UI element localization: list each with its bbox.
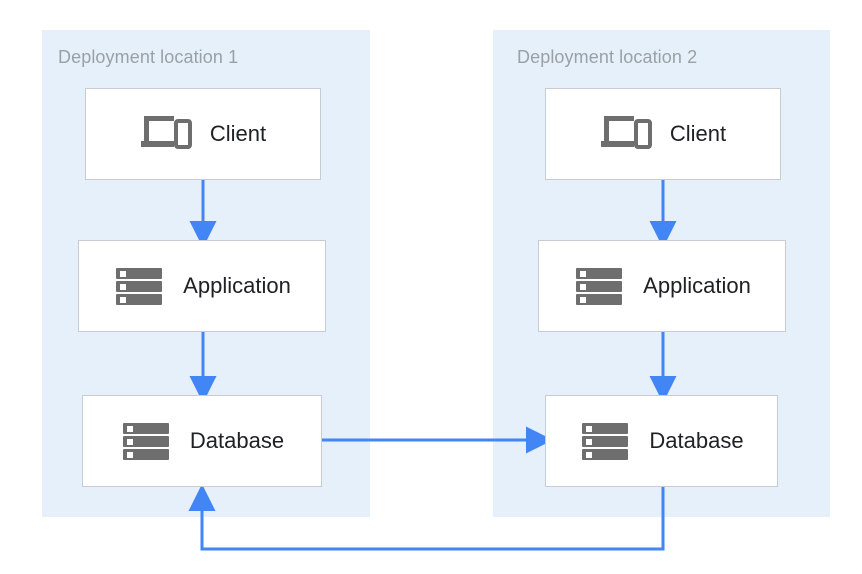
deployment-zone-2-label: Deployment location 2 xyxy=(517,47,698,67)
node-application-2[interactable]: Application xyxy=(538,240,786,332)
node-client-2[interactable]: Client xyxy=(545,88,781,180)
devices-icon xyxy=(600,116,652,149)
node-database-2[interactable]: Database xyxy=(545,395,778,487)
devices-icon xyxy=(140,116,192,149)
server-icon xyxy=(122,423,169,460)
node-client-2-label: Client xyxy=(669,121,727,146)
server-icon xyxy=(116,268,163,305)
node-application-1-label: Application xyxy=(183,273,291,298)
node-application-2-label: Application xyxy=(643,273,751,298)
server-icon xyxy=(582,423,629,460)
deployment-zone-1-label: Deployment location 1 xyxy=(58,47,239,67)
node-database-1-label: Database xyxy=(189,428,285,453)
node-database-2-label: Database xyxy=(649,428,744,453)
node-application-1[interactable]: Application xyxy=(78,240,326,332)
node-database-1[interactable]: Database xyxy=(82,395,322,487)
node-client-1[interactable]: Client xyxy=(85,88,321,180)
node-client-1-label: Client xyxy=(209,121,267,146)
server-icon xyxy=(576,268,623,305)
